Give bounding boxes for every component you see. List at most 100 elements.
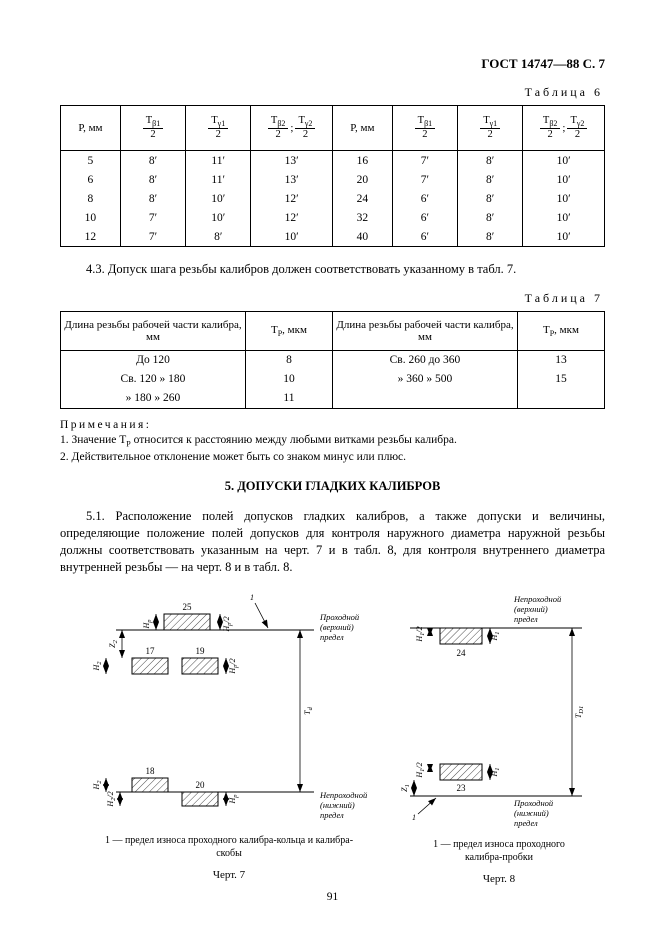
fig7-dim-h22-low: H2/2 xyxy=(106,791,117,807)
svg-text:Проходной: Проходной xyxy=(513,798,554,808)
t6-cell: 7′ xyxy=(119,208,186,227)
svg-text:предел: предел xyxy=(320,632,344,642)
fig7-dim-hp2-mid: Hp/2 xyxy=(228,658,239,674)
t6-cell: 11′ xyxy=(185,170,251,189)
t7-cell: 8 xyxy=(244,350,333,370)
t6-cell: 10′ xyxy=(522,208,605,227)
t7-cell: Св. 120 » 180 xyxy=(120,373,186,386)
fig7-box-18 xyxy=(131,777,169,793)
figure-7-caption: 1 — предел износа проходного калибра-кол… xyxy=(104,834,354,859)
t6-cell: 8′ xyxy=(457,227,523,247)
t6-cell: 10′ xyxy=(250,227,333,247)
t6-cell: 6′ xyxy=(391,227,458,247)
t6-cell: 8′ xyxy=(457,189,523,208)
t6-cell: 8′ xyxy=(185,227,251,247)
fig8-dimension-lines xyxy=(411,627,575,815)
svg-text:предел: предел xyxy=(320,810,344,820)
fig8-lower-limit-label: Проходной (нижний) предел xyxy=(513,798,554,828)
t6-cell: 10′ xyxy=(522,227,605,247)
t6-cell: 7′ xyxy=(119,227,186,247)
t6-col-p: Р, мм xyxy=(60,105,121,151)
fig8-box-24 xyxy=(439,627,483,645)
t7-cell xyxy=(331,388,518,409)
figure-7-title: Черт. 7 xyxy=(212,868,246,881)
t6-cell: 8′ xyxy=(457,208,523,227)
t6-cell: 10′ xyxy=(185,189,251,208)
fig7-dim-hp-low: Hp xyxy=(228,794,239,805)
fig8-box-23 xyxy=(439,763,483,781)
t6-cell: 7′ xyxy=(391,150,458,170)
t6-cell: 11′ xyxy=(185,150,251,170)
fig7-dimension-lines xyxy=(103,602,303,806)
page-number: 91 xyxy=(326,890,339,903)
fig7-dim-h2-mid: H2 xyxy=(92,661,103,672)
figure-7-drawing: 25 17 19 18 20 1 Hp Hp/2 Z2 H2 Hp/2 Td H… xyxy=(92,593,368,820)
fig8-limit-lines xyxy=(410,627,582,797)
t7-col-length: Длина резьбы рабочей части калибра, мм xyxy=(331,311,518,351)
t6-cell: 32 xyxy=(331,208,393,227)
figure-8-title: Черт. 8 xyxy=(482,872,516,885)
t7-cell: 13 xyxy=(516,350,605,370)
table-7: Длина резьбы рабочей части калибра, мм Т… xyxy=(60,310,605,409)
svg-text:Непроходной: Непроходной xyxy=(319,790,368,800)
t6-cell: 12 xyxy=(84,230,97,243)
fig8-box-23-label: 23 xyxy=(457,783,467,793)
t6-cell: 16 xyxy=(331,150,393,170)
t6-col-p: Р, мм xyxy=(331,105,393,151)
svg-text:предел: предел xyxy=(514,614,538,624)
paragraph-4-3: 4.3. Допуск шага резьбы калибров должен … xyxy=(86,262,517,276)
t6-cell: 8′ xyxy=(119,170,186,189)
svg-text:Проходной: Проходной xyxy=(319,612,360,622)
fig7-box-17-label: 17 xyxy=(146,646,156,656)
t6-cell: 8′ xyxy=(119,150,186,170)
t6-cell: 20 xyxy=(331,170,393,189)
paragraph-5-1: 5.1. Расположение полей допусков гладких… xyxy=(60,509,605,575)
t7-cell xyxy=(516,388,605,409)
t6-cell: 24 xyxy=(331,189,393,208)
t6-cell: 8′ xyxy=(457,170,523,189)
notes-title: Примечания: xyxy=(60,418,152,431)
fig7-box-18-label: 18 xyxy=(146,766,156,776)
t6-cell: 10′ xyxy=(522,170,605,189)
t6-cell: 8 xyxy=(87,192,94,205)
svg-text:(нижний): (нижний) xyxy=(320,800,355,810)
t7-cell: » 360 » 500 xyxy=(331,369,518,389)
t7-col-length: Длина резьбы рабочей части калибра, мм xyxy=(60,311,246,351)
t7-cell: 15 xyxy=(516,369,605,389)
figure-8-drawing: 24 23 1 H1 H1/2 TD1 H1 H1/2 Z1 Непроходн… xyxy=(400,594,585,828)
t6-cell: 12′ xyxy=(250,208,333,227)
fig8-dim-h12-top: H1/2 xyxy=(415,626,426,642)
t7-cell: До 120 xyxy=(136,354,170,367)
fig8-dim-h12-low: H1/2 xyxy=(415,762,426,778)
svg-text:(нижний): (нижний) xyxy=(514,808,549,818)
notes-block: Примечания: 1. Значение ТР относится к р… xyxy=(60,418,605,465)
t6-cell: 10′ xyxy=(522,150,605,170)
section-5-title: 5. ДОПУСКИ ГЛАДКИХ КАЛИБРОВ xyxy=(224,479,441,494)
t6-cell: 6 xyxy=(87,173,94,186)
t6-cell: 10′ xyxy=(522,189,605,208)
document-header: ГОСТ 14747—88 С. 7 xyxy=(481,56,605,71)
fig7-lower-limit-label: Непроходной (нижний) предел xyxy=(319,790,368,820)
fig8-tolerance-boxes xyxy=(439,627,483,781)
fig7-dim-hp2-top: Hp/2 xyxy=(222,616,233,632)
t7-col-tp: ТР, мкм xyxy=(244,311,333,351)
t6-cell: 6′ xyxy=(391,189,458,208)
t6-cell: 10 xyxy=(84,211,97,224)
note-2: 2. Действительное отклонение может быть … xyxy=(60,450,407,463)
figure-8: 24 23 1 H1 H1/2 TD1 H1 H1/2 Z1 Непроходн… xyxy=(384,584,614,885)
figure-7: 25 17 19 18 20 1 Hp Hp/2 Z2 H2 Hp/2 Td H… xyxy=(74,584,384,881)
